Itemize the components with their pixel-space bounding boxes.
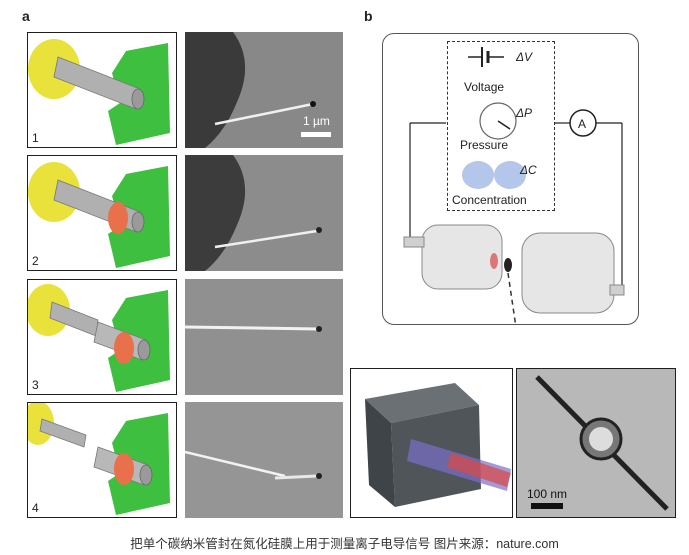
schematic-illustration: [28, 284, 170, 392]
schematic-illustration: [28, 162, 170, 268]
nanotube-end: [131, 211, 145, 233]
micrograph-image: [185, 279, 343, 395]
nanotube-body: [53, 56, 141, 110]
panel-b-label: b: [364, 8, 373, 24]
step-number: 1: [32, 131, 39, 145]
driving-force-box: [447, 41, 555, 211]
tem-image: 100 nm: [516, 368, 676, 518]
micrograph-image: [185, 155, 343, 271]
tem-micrograph: [517, 369, 675, 517]
micrograph-step-3: [185, 279, 343, 395]
electrode-blob: [28, 284, 70, 336]
concentration-label: Concentration: [452, 193, 527, 207]
membrane-3d-inset: [350, 368, 513, 518]
step-number: 4: [32, 501, 39, 515]
ammeter-symbol: A: [578, 117, 587, 131]
circuit-wiring: [403, 47, 625, 325]
seal-ring: [114, 332, 134, 364]
scale-bar: [301, 132, 331, 137]
schematic-step-3: 3: [27, 279, 177, 395]
step-number: 3: [32, 378, 39, 392]
nanotube-fragment: [39, 418, 87, 448]
seal-ring: [108, 202, 128, 234]
micrograph-step-4: [185, 402, 343, 518]
micrograph-step-1: 1 µm: [185, 32, 343, 148]
tem-scale-bar-label: 100 nm: [527, 487, 568, 501]
panel-a-label: a: [22, 8, 30, 24]
schematic-illustration: [28, 39, 170, 145]
seal-ring: [114, 453, 134, 485]
voltage-label: Voltage: [464, 80, 505, 94]
scale-bar-label: 1 µm: [303, 114, 330, 128]
micrograph-image: [185, 32, 343, 148]
schematic-step-4: 4: [27, 402, 177, 518]
voltage-symbol: ΔV: [516, 50, 533, 64]
schematic-step-2: 2: [27, 155, 177, 271]
pressure-label: Pressure: [460, 138, 509, 152]
schematic-illustration: [28, 403, 170, 515]
micrograph-image: [185, 402, 343, 518]
membrane-3d-illustration: [351, 369, 512, 517]
electrode-blob: [28, 39, 80, 99]
figure-caption: 把单个碳纳米管封在氮化硅膜上用于测量离子电导信号 图片来源：nature.com: [130, 537, 559, 551]
pressure-symbol: ΔP: [516, 106, 533, 120]
nanotube-end: [131, 88, 145, 110]
electrode-blob: [28, 162, 80, 222]
step-number: 2: [32, 254, 39, 268]
schematic-step-1: 1: [27, 32, 177, 148]
micrograph-step-2: [185, 155, 343, 271]
concentration-symbol: ΔC: [520, 163, 537, 177]
nanotube-end: [137, 339, 151, 361]
nanotube-end: [139, 464, 153, 486]
circuit-box: [382, 33, 639, 325]
tem-scale-bar: [531, 503, 563, 509]
